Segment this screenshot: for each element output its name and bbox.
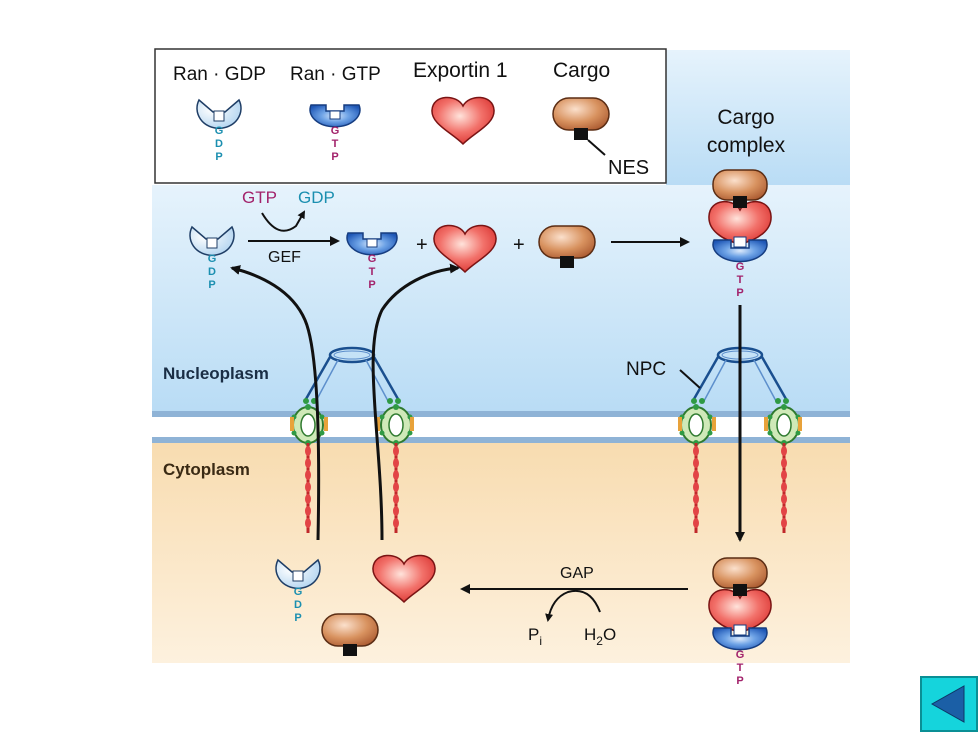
gtp-exchange-arrow [261,210,305,232]
cargo-complex-label-line1: Cargo [717,106,774,129]
legend-gdp-letter-g: G [215,125,224,137]
legend-nes-label: NES [608,157,649,179]
legend-gtp-letter-g: G [331,125,340,137]
complex-gtp-letter-p: P [736,287,743,299]
legend-ran-gtp-label: Ran · GTP [290,64,381,85]
hydrolysis-arrow [545,590,601,622]
cyto-gdp-letter-p: P [294,612,301,624]
complex-gtp-letter-g: G [736,261,745,273]
plus-sign-1: + [416,234,428,256]
gtp-input-label: GTP [242,188,277,207]
gap-label: GAP [560,565,594,582]
npc-label: NPC [626,359,666,380]
legend-exportin-label: Exportin 1 [413,59,508,82]
nuc-gtp-letter-p: P [368,279,375,291]
legend-box: Ran · GDP Ran · GTP Exportin 1 Cargo G D… [154,48,667,184]
nuc-gtp-letter-t: T [369,266,376,278]
cyto-gdp-letter-g: G [294,586,303,598]
cytoplasmic-cargo-complex [708,557,772,651]
plus-sign-2: + [513,234,525,256]
gdp-output-label: GDP [298,188,335,207]
nuclear-membrane-inner [152,437,850,443]
nuc-gtp-letter-g: G [368,253,377,265]
cyto-complex-gtp-letter-g: G [736,649,745,661]
cytoplasm-label: Cytoplasm [163,460,250,479]
npc-leader-line [679,369,701,389]
ran-gdp-import-arrow [230,265,321,541]
nuc-gdp-letter-p: P [208,279,215,291]
cyto-complex-gtp-letter-t: T [737,662,744,674]
legend-ran-gdp-label: Ran · GDP [173,64,266,85]
nuc-gdp-letter-d: D [208,266,216,278]
cargo-complex-label-line2: complex [707,134,786,157]
cyto-complex-gtp-letter-p: P [736,675,743,687]
exportin-recycle-arrow [371,263,460,541]
nucleoplasm-region-top [666,50,850,185]
legend-gtp-letter-t: T [332,138,339,150]
pi-label: Pi [528,625,542,648]
nes-leader-line [587,139,606,156]
nucleoplasm-label: Nucleoplasm [163,364,269,383]
legend-cargo-label: Cargo [553,59,610,82]
left-triangle-icon [920,676,978,732]
cyto-gdp-letter-d: D [294,599,302,611]
legend-gdp-letter-p: P [215,151,222,163]
legend-gdp-letter-d: D [215,138,223,150]
water-label: H2O [584,625,616,648]
nuc-gdp-letter-g: G [208,253,217,265]
gef-label: GEF [268,249,301,266]
nuclear-cargo-complex [708,169,772,263]
complex-gtp-letter-t: T [737,274,744,286]
nuclear-membrane-outer [152,411,850,417]
back-nav-button[interactable] [920,676,978,732]
perinuclear-space [152,417,850,437]
legend-gtp-letter-p: P [331,151,338,163]
